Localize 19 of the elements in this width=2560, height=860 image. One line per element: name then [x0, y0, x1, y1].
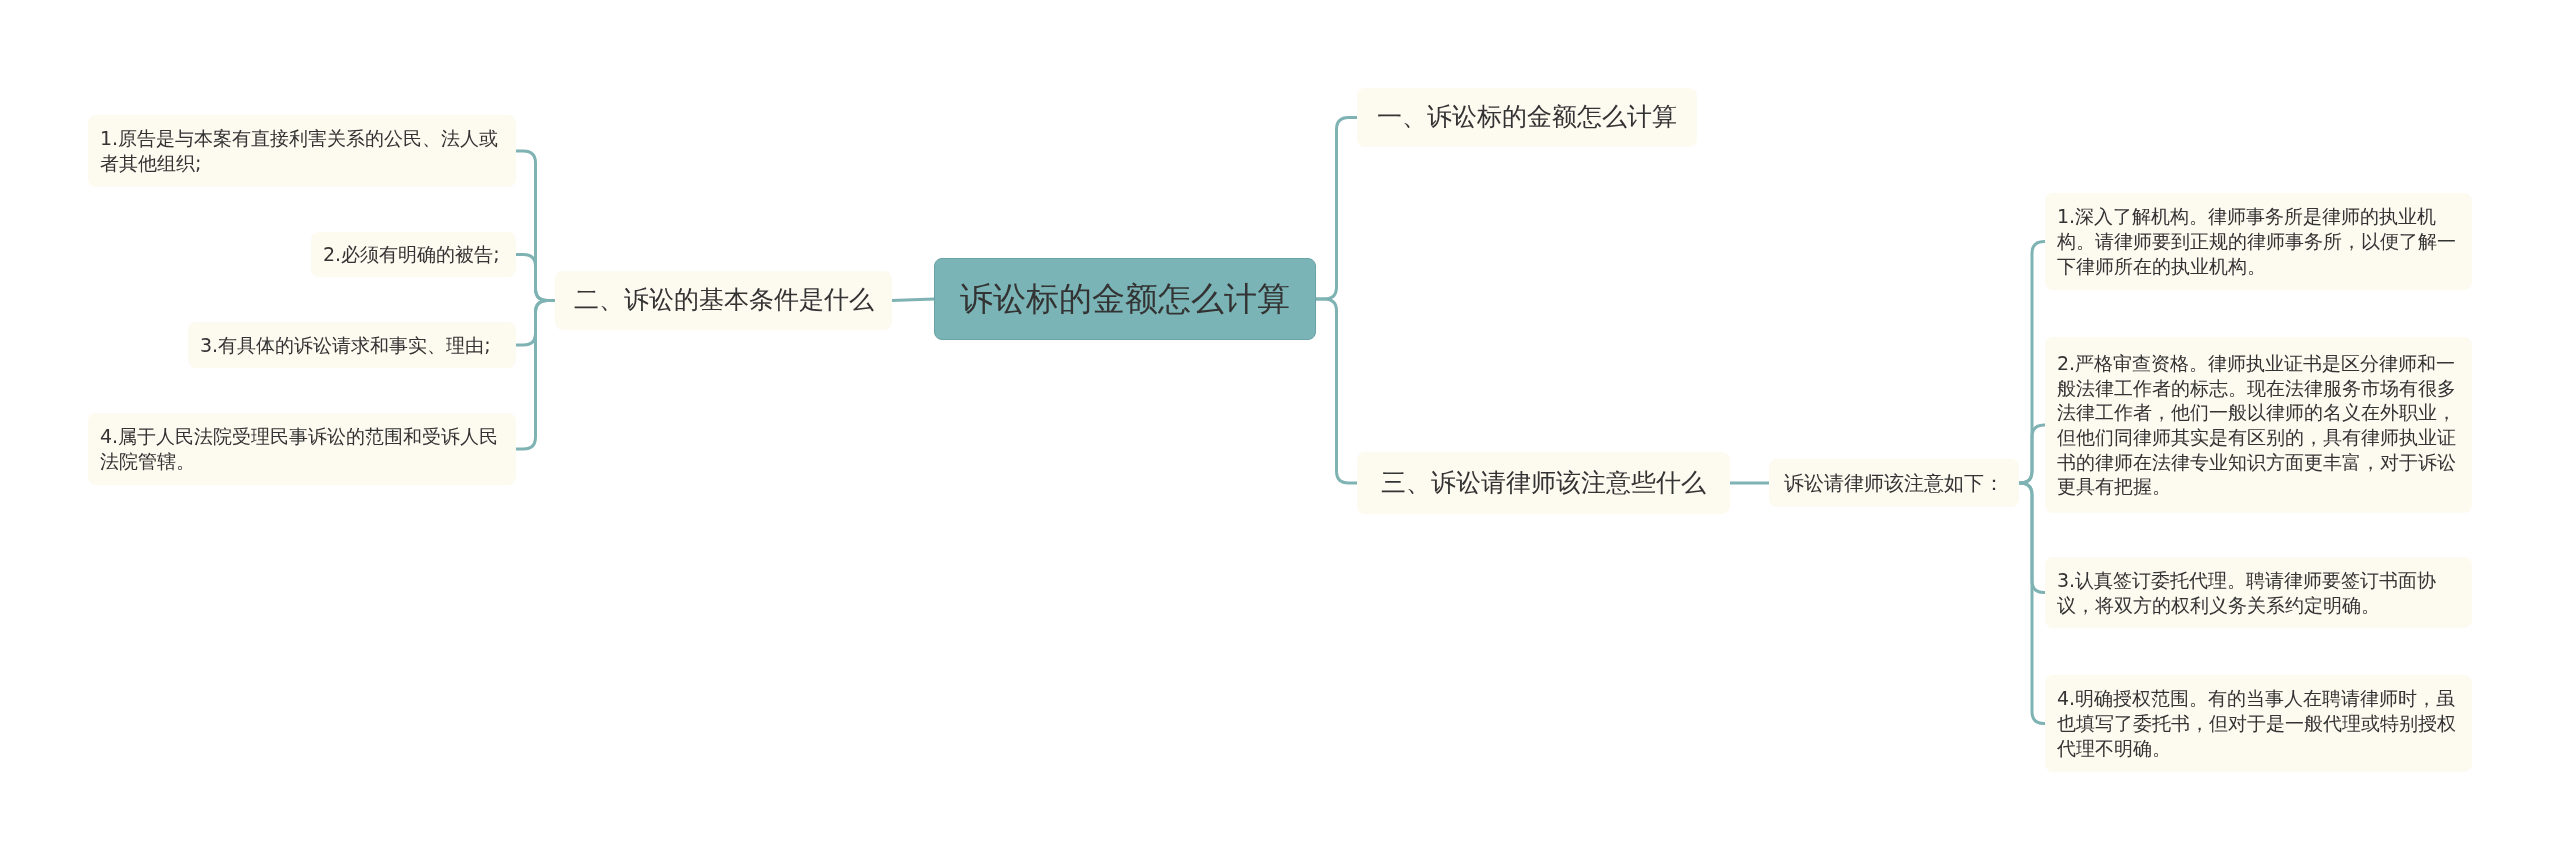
- text-box: 4.属于人民法院受理民事诉讼的范围和受诉人民法院管辖。: [88, 413, 516, 485]
- text-box: 3.认真签订委托代理。聘请律师要签订书面协议，将双方的权利义务关系约定明确。: [2045, 557, 2472, 628]
- central-topic-box: 诉讼标的金额怎么计算: [934, 258, 1316, 340]
- text-box: 3.有具体的诉讼请求和事实、理由;: [188, 322, 516, 368]
- subtopic-box: 诉讼请律师该注意如下：: [1769, 459, 2019, 507]
- connector-line: [891, 297, 935, 302]
- topic-box: 二、诉讼的基本条件是什么: [555, 271, 892, 330]
- connector-line: [1730, 481, 1769, 485]
- connector-line: [516, 299, 555, 451]
- text-box: 4.明确授权范围。有的当事人在聘请律师时，虽也填写了委托书，但对于是一般代理或特别授权代理不明确。: [2045, 675, 2472, 772]
- topic-box: 三、诉讼请律师该注意些什么: [1357, 452, 1730, 514]
- connector-line: [2018, 423, 2046, 485]
- text-box: 2.严格审查资格。律师执业证书是区分律师和一般法律工作者的标志。现在法律服务市场有很多法律工作者，他们一般以律师的名义在外职业，但他们同律师其实是有区别的，具有律师执业证书的律师在法律专业知识方面更丰富，对于诉讼更具有把握。: [2045, 337, 2472, 513]
- connector-line: [1316, 297, 1357, 485]
- topic-box: 一、诉讼标的金额怎么计算: [1357, 88, 1697, 147]
- text-box: 1.深入了解机构。律师事务所是律师的执业机构。请律师要到正规的律师事务所，以便了解一下律师所在的执业机构。: [2045, 193, 2472, 290]
- connector-line: [2018, 481, 2046, 725]
- text-box: 1.原告是与本案有直接利害关系的公民、法人或者其他组织;: [88, 115, 516, 187]
- text-box: 2.必须有明确的被告;: [311, 232, 516, 277]
